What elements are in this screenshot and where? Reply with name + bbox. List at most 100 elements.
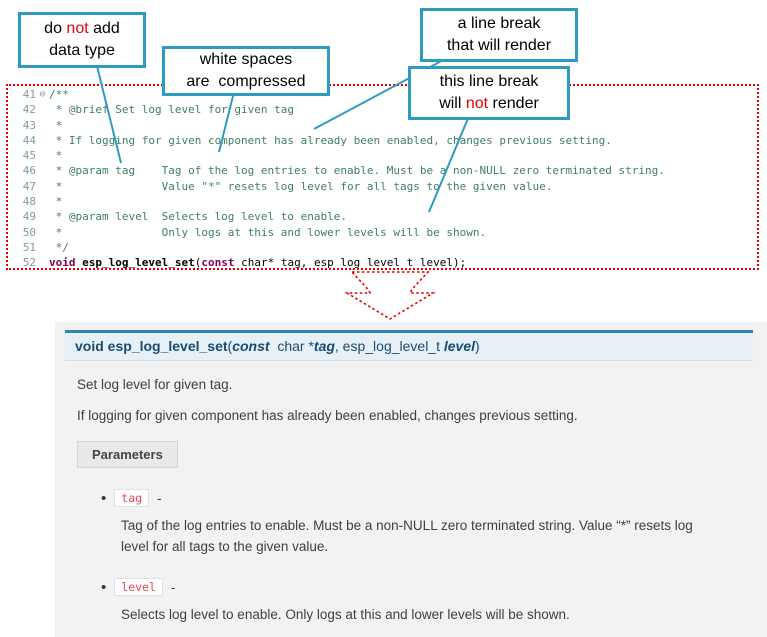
parameter-bullet-row: • tag-: [101, 488, 753, 508]
fold-marker-icon: [36, 102, 49, 117]
line-number: 48: [22, 195, 36, 209]
code-line: 46 * @param tag Tag of the log entries t…: [10, 163, 757, 178]
parameter-item: • level- Selects log level to enable. Onl…: [101, 577, 753, 625]
sig-function-name: esp_log_level_set: [107, 338, 228, 354]
comment-text: * Value "*" resets log level for all tag…: [49, 179, 553, 193]
parameters-header: Parameters: [77, 441, 178, 468]
fold-marker-icon: [36, 179, 49, 194]
code-line: 43 *: [10, 118, 757, 133]
line-number: 46: [22, 164, 36, 178]
sig-keyword-void: void: [75, 338, 104, 354]
callout-break-render: a line break that will render: [420, 8, 578, 62]
bullet-icon: •: [101, 578, 107, 596]
callout-line: data type: [49, 42, 115, 59]
function-signature: void esp_log_level_set(const char *tag, …: [65, 330, 753, 361]
parameter-item: • tag- Tag of the log entries to enable. …: [101, 488, 753, 557]
comment-text: * @brief Set log level for given tag: [49, 103, 295, 117]
sig-param-level: level: [443, 338, 476, 354]
keyword-const: const: [201, 256, 235, 270]
callout-text: render: [488, 95, 539, 112]
bullet-icon: •: [101, 489, 107, 507]
callout-text-red: not: [465, 95, 489, 112]
function-name: esp_log_level_set: [82, 256, 195, 270]
fold-marker-icon: [36, 194, 49, 209]
line-number: 47: [22, 179, 36, 193]
comment-lines: 41⊖/** 42 * @brief Set log level for giv…: [10, 87, 757, 255]
line-number: 41: [22, 88, 36, 101]
fold-marker-icon[interactable]: ⊖: [39, 89, 46, 100]
callout-whitespace: white spaces are compressed: [162, 46, 330, 96]
comment-text: * @param level Selects log level to enab…: [49, 210, 348, 224]
callout-line: do not add: [44, 18, 120, 40]
callout-line: this line break: [439, 72, 539, 90]
fold-marker-icon: [36, 225, 49, 240]
line-number: 49: [22, 210, 36, 224]
sig-text: char *: [269, 338, 314, 354]
code-line: 50 * Only logs at this and lower levels …: [10, 225, 757, 240]
line-number: 52: [22, 256, 36, 270]
comment-text: *: [49, 118, 63, 132]
down-arrow-icon: [344, 271, 436, 320]
line-number: 45: [22, 149, 36, 163]
callout-text: add: [88, 19, 120, 37]
parameter-list: •tag- Tag of the log entries to enable. …: [65, 488, 753, 625]
sig-param-tag: tag: [313, 338, 335, 354]
callout-no-datatype: do not add data type: [18, 12, 146, 68]
code-line-declaration: 52 void esp_log_level_set(const char* tag…: [10, 255, 757, 270]
fold-marker-icon: [36, 148, 49, 163]
sig-text: ): [475, 338, 480, 354]
fold-marker-icon: [36, 209, 49, 224]
comment-text: *: [49, 195, 63, 209]
sig-text: , esp_log_level_t: [334, 338, 444, 354]
code-line: 47 * Value "*" resets log level for all …: [10, 179, 757, 194]
fold-marker-icon: [36, 163, 49, 178]
doc-brief: Set log level for given tag.: [77, 377, 233, 392]
callout-line: are compressed: [186, 73, 306, 90]
parameter-bullet-row: • level-: [101, 577, 753, 597]
callout-text: will: [439, 95, 466, 112]
code-text: (: [194, 256, 202, 270]
parameter-name: tag: [114, 489, 150, 507]
fold-column: [36, 255, 49, 268]
callout-line: that will render: [446, 37, 552, 54]
code-line: 44 * If logging for given component has …: [10, 133, 757, 148]
doc-detail: If logging for given component has alrea…: [77, 408, 578, 423]
comment-text: /**: [49, 88, 69, 101]
rendered-docs-panel: void esp_log_level_set(const char *tag, …: [55, 322, 767, 637]
line-number: 42: [22, 103, 36, 117]
code-line: 42 * @brief Set log level for given tag: [10, 102, 757, 117]
dash-separator: -: [157, 490, 162, 506]
fold-marker-icon: [36, 118, 49, 133]
callout-text: do: [44, 19, 67, 37]
parameter-name: level: [114, 578, 163, 596]
parameter-description: Tag of the log entries to enable. Must b…: [121, 518, 693, 554]
keyword-void: void: [49, 256, 76, 270]
code-line: 45 *: [10, 148, 757, 163]
fold-marker-icon: [36, 240, 49, 255]
parameter-description: Selects log level to enable. Only logs a…: [121, 607, 570, 622]
callout-line: will not render: [439, 93, 539, 115]
fold-marker-icon: [36, 133, 49, 148]
comment-text: * Only logs at this and lower levels wil…: [49, 225, 487, 239]
code-line: 49 * @param level Selects log level to e…: [10, 209, 757, 224]
callout-text-red: not: [66, 19, 89, 37]
comment-text: * @param tag Tag of the log entries to e…: [49, 164, 665, 178]
callout-break-norender: this line break will not render: [408, 66, 570, 120]
sig-keyword-const: const: [232, 338, 270, 354]
comment-text: *: [49, 149, 63, 163]
code-line: 41⊖/**: [10, 87, 757, 102]
code-line: 48 *: [10, 194, 757, 209]
line-number: 44: [22, 133, 36, 147]
callout-line: a line break: [457, 14, 541, 32]
sig-text: (: [227, 338, 233, 354]
declaration-text: void esp_log_level_set(const char* tag, …: [49, 255, 467, 270]
callout-line: white spaces: [199, 50, 293, 68]
line-number: 51: [22, 240, 36, 254]
comment-text: */: [49, 240, 69, 254]
comment-text: * If logging for given component has alr…: [49, 133, 612, 147]
dash-separator: -: [170, 579, 176, 595]
code-editor: 41⊖/** 42 * @brief Set log level for giv…: [6, 84, 759, 270]
code-line: 51 */: [10, 240, 757, 255]
line-number: 50: [22, 225, 36, 239]
code-text: char* tag, esp_log_level_t level);: [234, 256, 467, 270]
